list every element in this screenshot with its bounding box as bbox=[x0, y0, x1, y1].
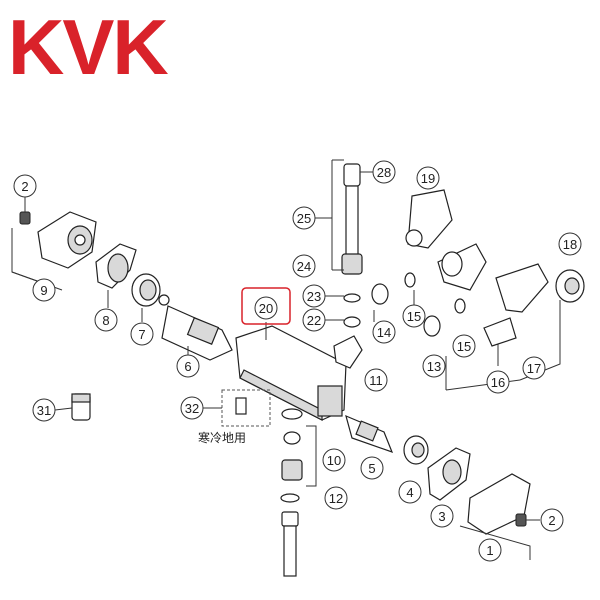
nut-right-drawing bbox=[403, 435, 429, 465]
cap-drawing bbox=[555, 269, 585, 303]
cold-region-plug-drawing bbox=[221, 389, 271, 427]
callout-15-lower-label: 15 bbox=[457, 339, 471, 354]
callout-12-label: 12 bbox=[329, 491, 343, 506]
callout-14-label: 14 bbox=[377, 325, 391, 340]
callout-32[interactable]: 32 bbox=[180, 396, 222, 420]
callout-7-label: 7 bbox=[138, 327, 145, 342]
callout-12[interactable]: 12 bbox=[324, 486, 348, 510]
callout-5[interactable]: 5 bbox=[360, 456, 384, 480]
callout-23[interactable]: 23 bbox=[302, 284, 344, 308]
callout-5-label: 5 bbox=[368, 461, 375, 476]
callout-8-label: 8 bbox=[102, 313, 109, 328]
callout-25-label: 25 bbox=[297, 211, 311, 226]
callout-10-label: 10 bbox=[327, 453, 341, 468]
shower-elbow-drawing bbox=[437, 243, 487, 291]
callout-22[interactable]: 22 bbox=[302, 308, 344, 332]
callout-31-label: 31 bbox=[37, 403, 51, 418]
callout-2-left[interactable]: 2 bbox=[13, 174, 37, 198]
callout-1[interactable]: 1 bbox=[478, 538, 502, 562]
callout-19[interactable]: 19 bbox=[416, 166, 440, 190]
callout-19-label: 19 bbox=[421, 171, 435, 186]
kvk-logo: KVK bbox=[8, 3, 168, 91]
callout-1-label: 1 bbox=[486, 543, 493, 558]
callout-18-label: 18 bbox=[563, 237, 577, 252]
callout-13[interactable]: 13 bbox=[422, 354, 446, 378]
thermostat-cartridge-drawing bbox=[158, 294, 233, 361]
callout-16[interactable]: 16 bbox=[486, 370, 510, 394]
callout-14[interactable]: 14 bbox=[372, 320, 396, 344]
callout-25[interactable]: 25 bbox=[292, 206, 332, 230]
fittings-upper-drawing bbox=[371, 272, 416, 322]
nut-drawing bbox=[131, 273, 161, 322]
callout-3[interactable]: 3 bbox=[430, 504, 454, 528]
callout-2-right[interactable]: 2 bbox=[540, 508, 564, 532]
spout-elbow-drawing bbox=[405, 189, 453, 249]
callout-17[interactable]: 17 bbox=[522, 356, 546, 380]
handle-cover-left-drawing bbox=[11, 211, 97, 291]
highlight-box-part-20 bbox=[241, 287, 291, 325]
callout-16-label: 16 bbox=[491, 375, 505, 390]
cartridge-right-drawing bbox=[345, 414, 394, 454]
callout-2-right-label: 2 bbox=[548, 513, 555, 528]
callout-15-upper[interactable]: 15 bbox=[402, 304, 426, 328]
faucet-body-drawing bbox=[235, 322, 347, 421]
callout-3-label: 3 bbox=[438, 509, 445, 524]
callout-6[interactable]: 6 bbox=[176, 354, 200, 378]
vertical-pipe-drawing bbox=[331, 159, 363, 275]
callout-7[interactable]: 7 bbox=[130, 322, 154, 346]
callout-28[interactable]: 28 bbox=[360, 160, 396, 184]
callout-11[interactable]: 11 bbox=[364, 368, 388, 392]
fittings-lower-drawing bbox=[423, 298, 521, 391]
callout-9[interactable]: 9 bbox=[32, 278, 56, 302]
elbow-fitting-drawing bbox=[333, 335, 363, 369]
screw-right-drawing bbox=[515, 513, 540, 527]
callout-28-label: 28 bbox=[377, 165, 391, 180]
washers-center-drawing bbox=[343, 293, 361, 328]
cold-region-note: 寒冷地用 bbox=[198, 430, 246, 445]
callout-11-label: 11 bbox=[369, 373, 383, 388]
callout-32-label: 32 bbox=[185, 401, 199, 416]
callout-23-label: 23 bbox=[307, 289, 321, 304]
callout-4-label: 4 bbox=[406, 485, 413, 500]
fitting-stack-drawing bbox=[281, 408, 317, 487]
callout-10[interactable]: 10 bbox=[322, 448, 346, 472]
screw-left-drawing bbox=[19, 197, 31, 225]
callout-17-label: 17 bbox=[527, 361, 541, 376]
callout-20[interactable]: 20 bbox=[254, 296, 278, 320]
callout-6-label: 6 bbox=[184, 359, 191, 374]
callout-13-label: 13 bbox=[427, 359, 441, 374]
callout-15-lower[interactable]: 15 bbox=[452, 334, 476, 358]
callout-9-label: 9 bbox=[40, 283, 47, 298]
knob-drawing bbox=[71, 393, 91, 421]
callout-2-left-label: 2 bbox=[21, 179, 28, 194]
callout-22-label: 22 bbox=[307, 313, 321, 328]
handle-ring-drawing bbox=[95, 243, 137, 308]
callout-15-upper-label: 15 bbox=[407, 309, 421, 324]
callout-18[interactable]: 18 bbox=[558, 232, 582, 256]
lower-pipe-drawing bbox=[280, 493, 300, 577]
callout-8[interactable]: 8 bbox=[94, 308, 118, 332]
callout-24-label: 24 bbox=[297, 259, 311, 274]
callout-4[interactable]: 4 bbox=[398, 480, 422, 504]
callout-31[interactable]: 31 bbox=[32, 398, 73, 422]
callout-24[interactable]: 24 bbox=[292, 254, 316, 278]
callout-20-label: 20 bbox=[259, 301, 273, 316]
ring-right-drawing bbox=[427, 447, 471, 501]
